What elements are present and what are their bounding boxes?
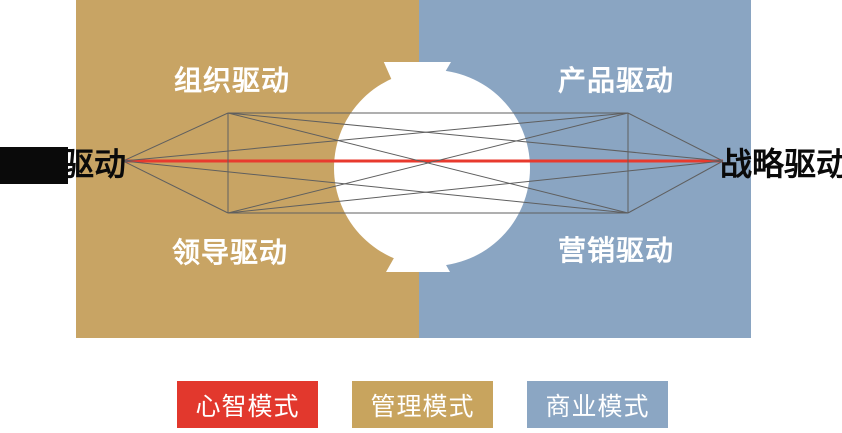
mesh-line	[227, 112, 629, 214]
mesh-line	[627, 112, 724, 162]
legend-item-management-model: 管理模式	[352, 381, 493, 428]
axis-label-strategy-driven: 战略驱动	[720, 146, 842, 182]
cycle-arrow-bottom-icon	[386, 254, 450, 272]
cycle-arrow-top-icon	[383, 62, 451, 81]
label-organization-driven: 组织驱动	[174, 65, 291, 96]
mesh-line	[122, 160, 229, 214]
mesh-line	[227, 112, 724, 162]
mesh-line	[122, 112, 229, 162]
legend-item-business-model: 商业模式	[527, 381, 668, 428]
legend: 心智模式 管理模式 商业模式	[0, 381, 842, 428]
mesh-line	[122, 112, 629, 162]
label-marketing-driven: 营销驱动	[558, 235, 675, 266]
label-product-driven: 产品驱动	[558, 65, 675, 96]
legend-label-management-model: 管理模式	[370, 392, 475, 421]
mesh-line	[627, 160, 724, 214]
axis-label-left: 驱动	[62, 146, 127, 182]
legend-item-mind-model: 心智模式	[177, 381, 318, 428]
mesh-line	[122, 160, 629, 214]
label-leadership-driven: 领导驱动	[172, 237, 289, 268]
legend-label-mind-model: 心智模式	[195, 392, 300, 421]
axis-left-clipped-characters	[0, 147, 68, 184]
center-cycle-circle	[334, 70, 530, 266]
legend-label-business-model: 商业模式	[545, 392, 650, 421]
mesh-line	[227, 160, 724, 214]
